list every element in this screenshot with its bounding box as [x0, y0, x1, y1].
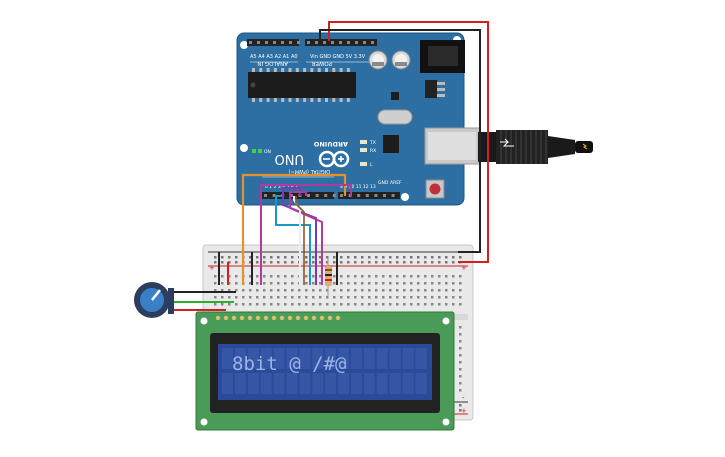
mount-hole	[401, 193, 409, 201]
usb-cable[interactable]	[478, 130, 593, 164]
wires	[170, 21, 489, 311]
wire-5v[interactable]	[328, 21, 489, 263]
minus-label: -	[462, 394, 465, 402]
crystal-oscillator	[377, 109, 413, 125]
plus-label-right: +	[461, 264, 467, 272]
arduino-logo	[318, 150, 350, 168]
lcd-mount-hole	[200, 418, 208, 426]
l-led	[360, 162, 367, 166]
gnd-label: GND	[378, 180, 389, 186]
l-label: L	[370, 162, 373, 168]
potentiometer[interactable]	[134, 282, 174, 318]
lcd-mount-hole	[442, 317, 450, 325]
lcd-mount-hole	[200, 317, 208, 325]
capacitor	[391, 50, 411, 70]
capacitor	[368, 50, 388, 70]
digital-pwm-label: DIGITAL (PWM~)	[288, 168, 330, 174]
svg-text:Vin GND GND 5V 3.3V: Vin GND GND 5V 3.3V	[310, 54, 366, 60]
wire-magenta-1[interactable]	[260, 184, 352, 285]
wire-magenta-2[interactable]	[289, 191, 323, 285]
wire-cyan[interactable]	[275, 195, 311, 285]
tx-led	[360, 140, 367, 144]
plus-label: +	[209, 264, 215, 272]
lcd-display: 8bit @ /#@	[195, 311, 455, 431]
arduino-uno-board[interactable]: A5 A4 A3 A2 A1 A0 Vin GND GND 5V 3.3V AN…	[236, 32, 481, 206]
digital-header-high	[338, 192, 400, 199]
mount-hole	[240, 144, 248, 152]
wire-brown[interactable]	[295, 196, 305, 285]
plus-label-bottom: +	[461, 407, 467, 415]
lcd-mount-hole	[442, 418, 450, 426]
tx-label: TX	[369, 140, 376, 146]
wire-gnd[interactable]	[319, 29, 481, 253]
svg-text:A5 A4 A3 A2 A1 A0: A5 A4 A3 A2 A1 A0	[250, 54, 298, 60]
analog-in-label: ANALOG IN	[257, 60, 288, 66]
lcd-text: 8bit @ /#@	[232, 353, 346, 375]
rx-led	[360, 148, 367, 152]
resistor[interactable]	[325, 258, 332, 296]
rx-label: RX	[370, 148, 376, 154]
wire-purple[interactable]	[282, 187, 317, 285]
on-label: ON	[264, 149, 271, 155]
svg-text:0 1 2 3 4 5 6 7: 0 1 2 3 4 5 6 7	[265, 184, 298, 190]
mount-hole	[240, 41, 248, 49]
atmega-chip	[248, 68, 356, 102]
power-label: POWER	[311, 60, 332, 66]
svg-text:8 9 10 11 12 13: 8 9 10 11 12 13	[340, 184, 376, 190]
aref-label: AREF	[390, 180, 402, 186]
usb-chip	[383, 135, 399, 153]
digital-header-low	[262, 192, 334, 199]
lcd-pin-header	[215, 315, 341, 321]
on-led	[252, 149, 256, 153]
voltage-regulator	[425, 80, 437, 98]
model-label: UNO	[275, 151, 304, 166]
reset-button[interactable]	[425, 179, 445, 199]
brand-label: ARDUINO	[313, 140, 348, 148]
